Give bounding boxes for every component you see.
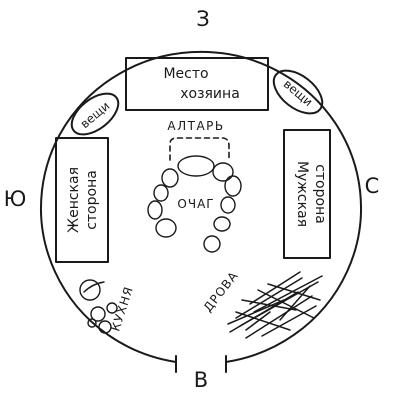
kitchen-vessel (79, 279, 101, 301)
firewood-stick (267, 283, 321, 301)
direction-east-label: С (365, 174, 380, 198)
hearth-stone (155, 218, 177, 238)
kitchen-vessel (90, 306, 106, 322)
hearth-stone (147, 200, 163, 220)
kitchen-vessel (98, 320, 112, 334)
direction-north-label: З (196, 7, 209, 31)
men-side-label-line2: сторона (312, 164, 328, 224)
firewood-label: ДРОВА (201, 269, 241, 315)
firewood-stick (227, 299, 285, 325)
firewood-stick (229, 291, 299, 333)
altar-label: АЛТАРЬ (167, 119, 224, 133)
hearth-stone (224, 175, 242, 197)
firewood-stick (245, 311, 271, 331)
firewood-stick (279, 285, 311, 321)
hearth-stone (153, 184, 169, 202)
hearth-stone (203, 235, 221, 253)
firewood-stick (245, 295, 313, 339)
firewood-stick (253, 275, 323, 313)
direction-south-label: В (194, 368, 208, 392)
hearth-stone (161, 168, 179, 188)
kitchen-vessel (87, 318, 97, 328)
women-side-box (55, 137, 109, 263)
direction-west-label: Ю (4, 187, 27, 211)
men-side-box (283, 129, 331, 259)
host-place-label-line2: хозяина (180, 86, 240, 102)
firewood-stick (249, 271, 301, 305)
women-side-label-line2: сторона (84, 170, 100, 230)
dwelling-wall (40, 50, 362, 363)
firewood-stick (261, 305, 317, 337)
firewood-pile (227, 271, 323, 339)
hearth-stone (177, 155, 215, 177)
firewood-stick (257, 289, 315, 319)
hearth-stones (147, 155, 242, 253)
men-side-label-line1: Мужская (294, 161, 310, 227)
hearth-stone (220, 196, 236, 214)
firewood-stick (241, 299, 297, 311)
altar-outline (169, 137, 230, 161)
firewood-stick (235, 277, 303, 319)
kitchen-ladle (83, 281, 105, 293)
kitchen-label: КУХНЯ (108, 285, 136, 333)
belongings-left-blob (70, 92, 120, 136)
kitchen-vessels (79, 279, 118, 334)
hearth-stone (213, 216, 231, 232)
kitchen-vessel (106, 302, 118, 314)
firewood-stick (235, 311, 291, 331)
women-side-label-line1: Женская (66, 167, 82, 233)
belongings-right-blob (272, 69, 324, 115)
hearth-label: ОЧАГ (177, 197, 214, 211)
host-place-label-line1: Место (163, 66, 208, 82)
host-place-box (125, 57, 269, 111)
hearth-stone (212, 162, 234, 182)
